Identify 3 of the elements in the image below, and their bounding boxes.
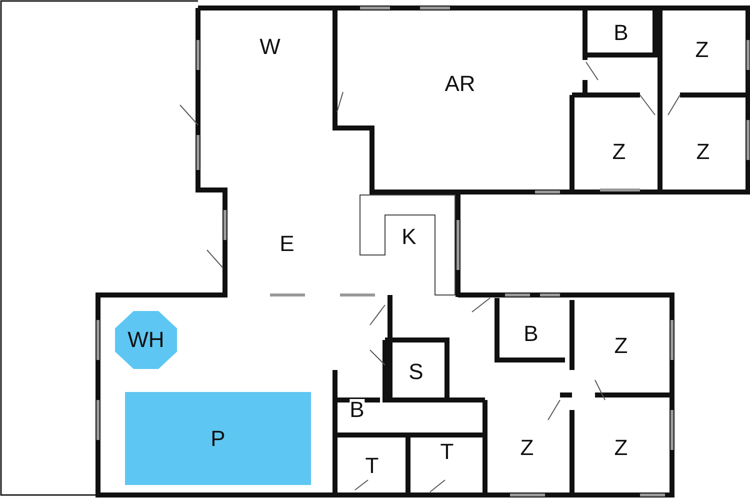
pool-area [125, 392, 311, 485]
room-label: WH [128, 329, 164, 351]
room-label: P [210, 428, 226, 450]
